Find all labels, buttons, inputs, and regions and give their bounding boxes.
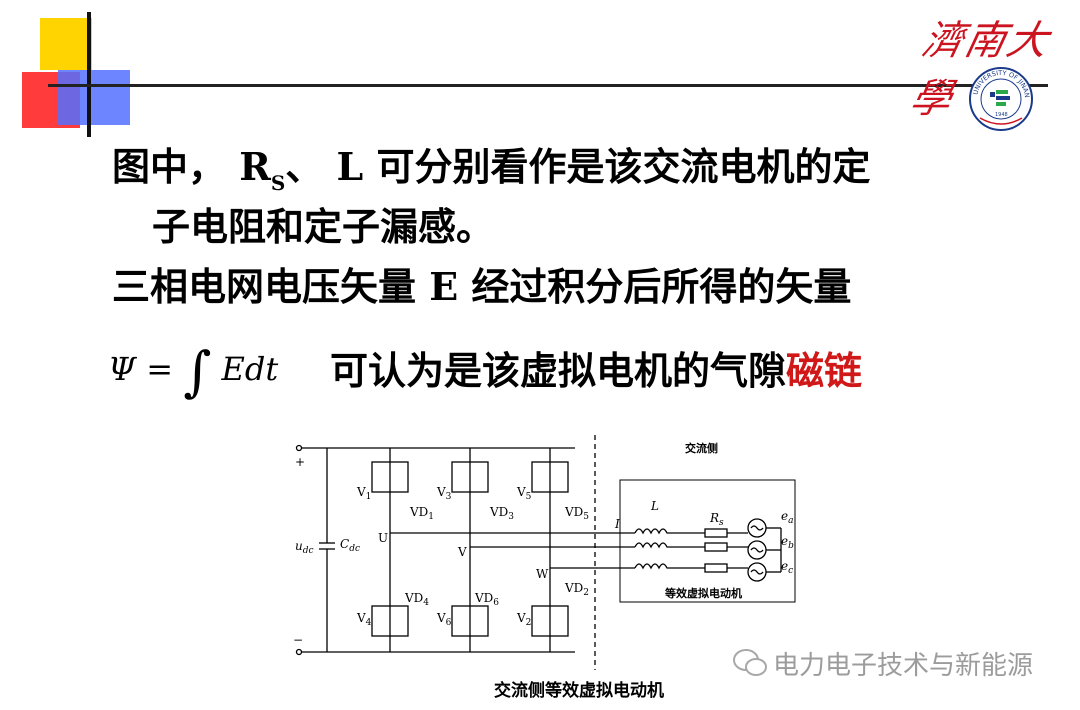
svg-text:V: V — [457, 545, 467, 559]
svg-text:−: − — [293, 633, 303, 647]
university-emblem-icon: UNIVERSITY OF JINAN 1948 — [969, 67, 1033, 131]
flux-formula: Ψ = ∫ Edt — [108, 340, 279, 403]
text-line-1: 图中， RS、 L 可分别看作是该交流电机的定 — [112, 144, 871, 195]
svg-text:+: + — [295, 455, 305, 469]
svg-text:VD6: VD6 — [474, 591, 499, 608]
svg-text:V6: V6 — [436, 611, 452, 628]
wechat-icon — [733, 649, 767, 676]
svg-text:V3: V3 — [436, 485, 452, 502]
svg-text:VD4: VD4 — [404, 591, 429, 608]
circuit-caption: 交流侧等效虚拟电动机 — [494, 681, 664, 701]
svg-text:等效虚拟电动机: 等效虚拟电动机 — [664, 586, 742, 600]
text-line-4: 可认为是该虚拟电机的气隙磁链 — [330, 348, 863, 393]
svg-text:Cdc: Cdc — [340, 537, 360, 554]
svg-text:V2: V2 — [516, 611, 531, 628]
svg-text:udc: udc — [295, 539, 314, 556]
svg-text:ec: ec — [781, 559, 793, 576]
decor-vertical-line — [87, 12, 91, 137]
svg-text:1948: 1948 — [995, 112, 1008, 118]
svg-text:eb: eb — [781, 534, 794, 551]
decor-horizontal-line — [48, 84, 1048, 87]
svg-text:ea: ea — [781, 509, 793, 526]
svg-text:V1: V1 — [356, 485, 371, 502]
text-line-3: 三相电网电压矢量 E 经过积分后所得的矢量 — [112, 264, 852, 309]
svg-text:V5: V5 — [516, 485, 532, 502]
svg-text:V4: V4 — [356, 611, 372, 628]
decor-yellow-square — [40, 18, 92, 70]
svg-text:W: W — [536, 567, 549, 581]
svg-text:交流侧: 交流侧 — [685, 441, 718, 455]
svg-text:I: I — [614, 517, 620, 531]
svg-text:VD5: VD5 — [564, 505, 589, 522]
decor-blue-square — [58, 70, 130, 125]
svg-text:Rs: Rs — [709, 511, 724, 528]
svg-text:VD3: VD3 — [489, 505, 514, 522]
svg-text:VD2: VD2 — [564, 581, 589, 598]
text-line-2: 子电阻和定子漏感。 — [152, 204, 495, 249]
circuit-diagram: + − udc Cdc V1 V3 V5 V4 V6 V2 VD1 VD3 VD… — [293, 435, 796, 670]
svg-text:VD1: VD1 — [409, 505, 434, 522]
svg-text:U: U — [378, 531, 388, 545]
svg-text:L: L — [650, 499, 659, 513]
watermark-text: 电力电子技术与新能源 — [773, 651, 1034, 681]
